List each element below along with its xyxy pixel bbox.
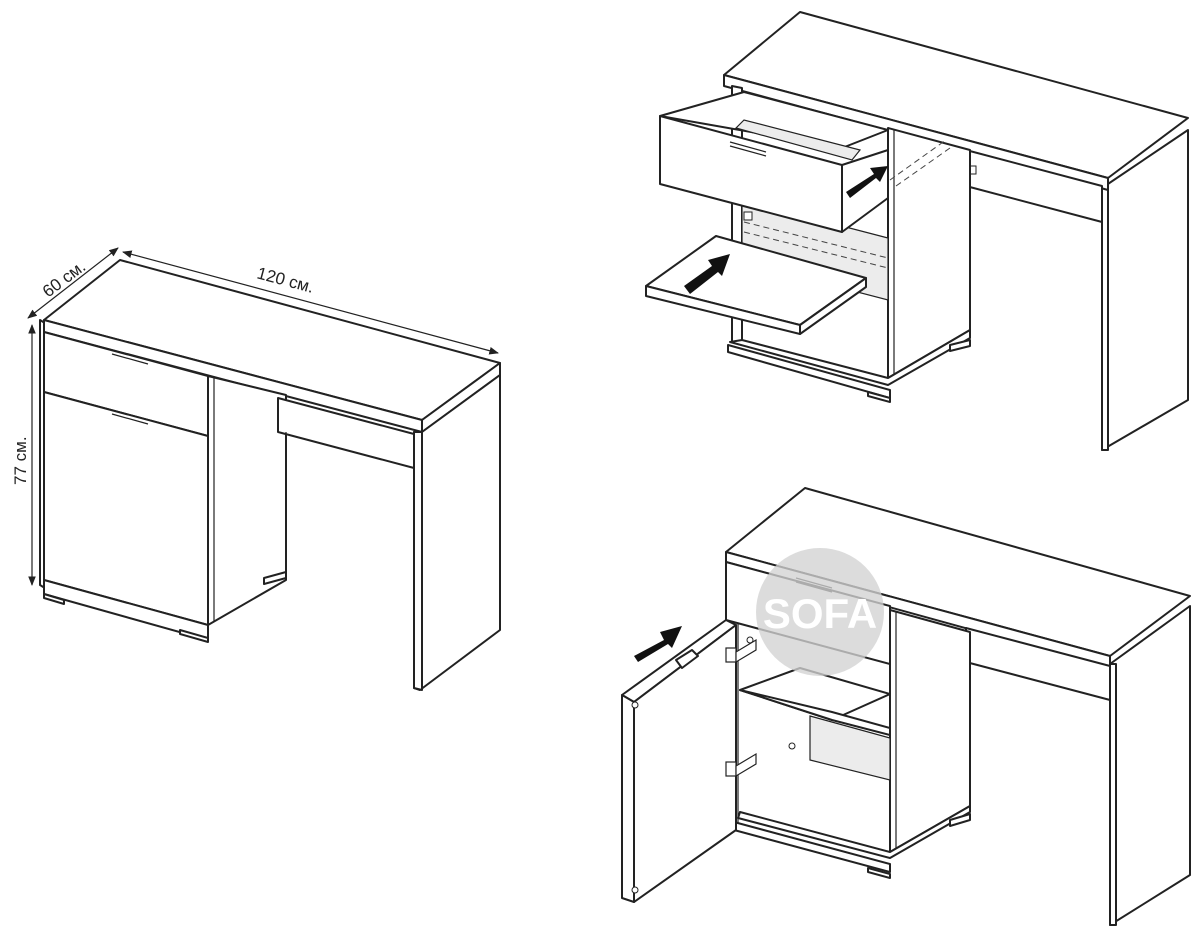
hinge-icon: [725, 752, 757, 778]
door-assembly-view: SOFA: [621, 487, 1191, 926]
drawer-assembly-view: [645, 11, 1189, 451]
sofa-watermark-logo: SOFA: [756, 548, 884, 676]
height-label: 77 см.: [11, 436, 30, 485]
watermark-text: SOFA: [763, 590, 877, 637]
desk-dimensioned-view: 60 см. 120 см. 77 см.: [11, 247, 501, 691]
width-label: 120 см.: [255, 264, 316, 297]
hinge-icon: [725, 638, 757, 664]
